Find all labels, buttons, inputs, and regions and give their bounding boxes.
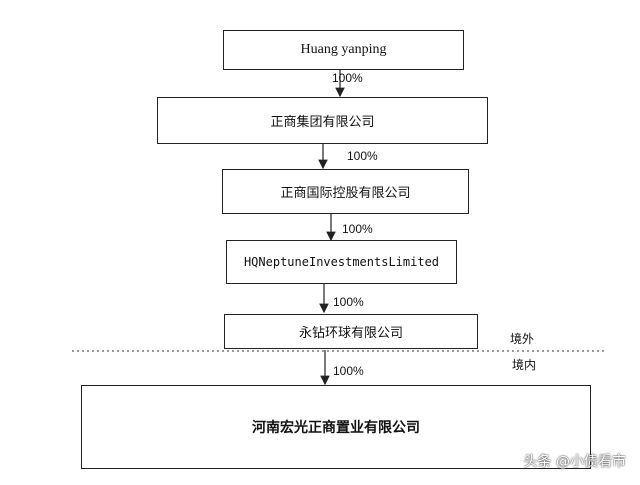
node-label: Huang yanping — [300, 42, 387, 57]
edge-label-2: 100% — [347, 149, 378, 163]
edge-label-1: 100% — [332, 71, 363, 85]
boundary-inside-label: 境内 — [512, 358, 537, 372]
boundary-outside-label: 境外 — [510, 332, 535, 346]
node-zhengshang-group: 正商集团有限公司 — [157, 97, 488, 144]
node-label: 河南宏光正商置业有限公司 — [252, 420, 420, 436]
node-yongzuan-global: 永钻环球有限公司 — [224, 314, 478, 349]
edge-label-3: 100% — [342, 222, 373, 236]
node-huang-yanping: Huang yanping — [223, 30, 464, 70]
node-label: HQNeptuneInvestmentsLimited — [243, 255, 440, 269]
watermark: 头条 @小债看市 — [523, 454, 626, 470]
edge-label-4: 100% — [333, 295, 364, 309]
node-label: 永钻环球有限公司 — [298, 326, 403, 341]
edge-label-5: 100% — [333, 364, 364, 378]
node-zhengshang-intl: 正商国际控股有限公司 — [222, 169, 469, 214]
node-henan-hongguang: 河南宏光正商置业有限公司 — [81, 385, 591, 469]
node-hq-neptune: HQNeptuneInvestmentsLimited — [226, 240, 457, 284]
node-label: 正商集团有限公司 — [270, 115, 375, 130]
node-label: 正商国际控股有限公司 — [280, 186, 411, 201]
